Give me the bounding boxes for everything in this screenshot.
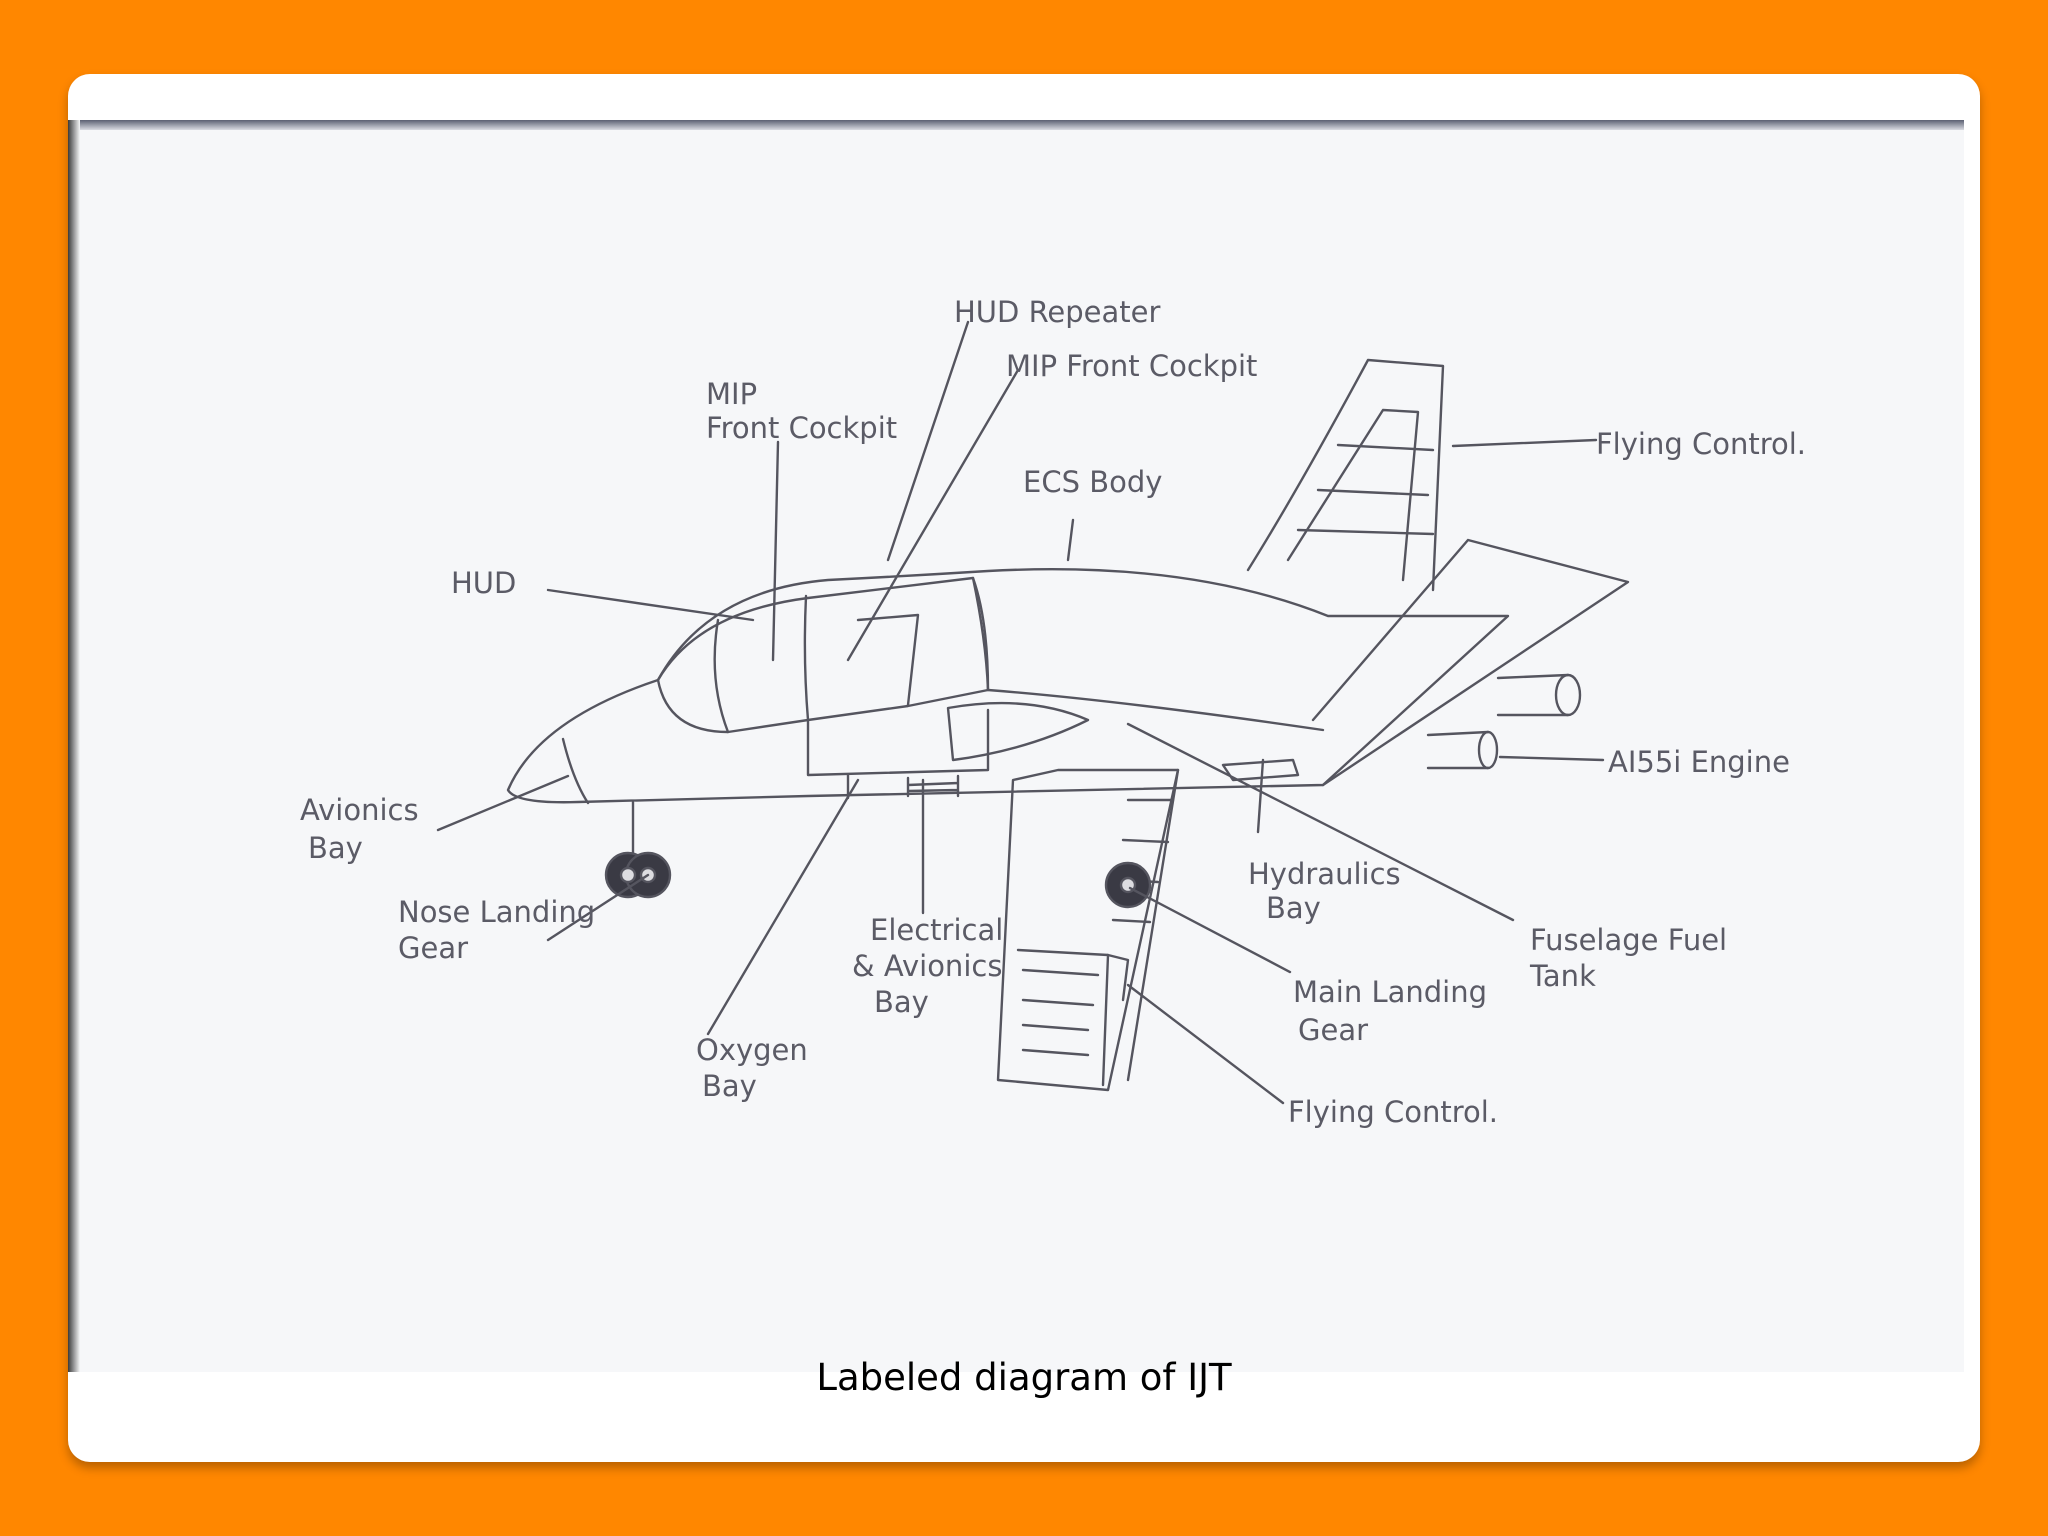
label-oxygen-line2: Bay [702, 1069, 757, 1103]
label-hydraulics-line1: Hydraulics [1248, 857, 1401, 891]
label-hydraulics-line2: Bay [1266, 891, 1321, 925]
tail-inner [1286, 408, 1420, 582]
leader-ecs [1066, 518, 1075, 562]
leader-flying-control-wing [1126, 983, 1285, 1105]
leader-hydraulics [1256, 758, 1265, 834]
leader-mip-left [771, 440, 780, 662]
canopy-frame-1 [713, 618, 730, 734]
aircraft-sketch: HUD Repeater MIP Front Cockpit MIP Front… [300, 295, 1806, 1129]
diagram-card: HUD Repeater MIP Front Cockpit MIP Front… [68, 74, 1980, 1462]
label-oxygen-line1: Oxygen [696, 1033, 808, 1067]
label-main-gear-line1: Main Landing [1293, 975, 1487, 1009]
fuselage-outline [506, 567, 1510, 804]
label-flying-control-tail: Flying Control. [1596, 427, 1806, 461]
engine-nozzle-lower [1477, 730, 1499, 770]
main-wing [996, 768, 1180, 1092]
flap-ribs [1021, 968, 1100, 1057]
engine-nozzle-upper [1554, 673, 1582, 717]
wing-spar [1126, 768, 1180, 1082]
label-avionics-line2: Bay [308, 831, 363, 865]
leader-hud-repeater [886, 320, 970, 562]
leader-flying-control-tail [1451, 438, 1598, 448]
label-mip-line1: MIP [706, 377, 757, 411]
label-nose-gear-line1: Nose Landing [398, 895, 595, 929]
leader-avionics [436, 774, 570, 832]
label-flying-control-wing: Flying Control. [1288, 1095, 1498, 1129]
canopy-frame-2 [803, 594, 810, 722]
leader-oxygen [706, 778, 860, 1036]
label-nose-gear-line2: Gear [398, 931, 468, 965]
wing-ribs [1111, 798, 1175, 924]
label-hud: HUD [451, 566, 516, 600]
label-engine: AI55i Engine [1608, 745, 1790, 779]
label-electrical-line2: & Avionics [852, 949, 1002, 983]
intake [946, 701, 1090, 762]
leader-engine [1498, 755, 1605, 762]
leader-hud [546, 588, 755, 622]
label-mip-front-cockpit-top: MIP Front Cockpit [1006, 349, 1257, 383]
leader-nose-gear [546, 873, 650, 942]
label-avionics-line1: Avionics [300, 793, 419, 827]
label-main-gear-line2: Gear [1298, 1013, 1368, 1047]
label-electrical-line3: Bay [874, 985, 929, 1019]
spine-line [986, 688, 1325, 732]
leader-mip-top [846, 368, 1020, 662]
label-mip-line2: Front Cockpit [706, 411, 897, 445]
photo-left-edge [68, 120, 80, 1372]
canopy-outline [656, 576, 990, 734]
leader-main-gear [1128, 886, 1292, 974]
canopy-frame-3 [971, 576, 990, 692]
label-fuel-tank-line2: Tank [1529, 959, 1596, 993]
label-electrical-line1: Electrical [870, 913, 1003, 947]
lower-bay-outline [806, 708, 990, 777]
nose-gear-hub-1 [619, 866, 637, 884]
canopy-inner [856, 613, 920, 707]
label-ecs-body: ECS Body [1023, 465, 1162, 499]
engine-upper-body [1496, 673, 1570, 717]
engine-lower-body [1426, 730, 1490, 770]
tail-ribs [1296, 443, 1435, 536]
sketch-photo: HUD Repeater MIP Front Cockpit MIP Front… [68, 120, 1964, 1372]
electrical-bay-box [906, 774, 960, 798]
label-fuel-tank-line1: Fuselage Fuel [1530, 923, 1727, 957]
label-hud-repeater: HUD Repeater [954, 295, 1161, 329]
aileron [1106, 953, 1130, 1002]
vertical-tail [1246, 358, 1445, 592]
horizontal-stabilizer [1311, 538, 1630, 787]
photo-top-edge [78, 120, 1964, 130]
nose-cone-line [561, 737, 590, 805]
diagram-caption: Labeled diagram of IJT [816, 1356, 1232, 1399]
leader-fuel-tank [1126, 722, 1515, 922]
